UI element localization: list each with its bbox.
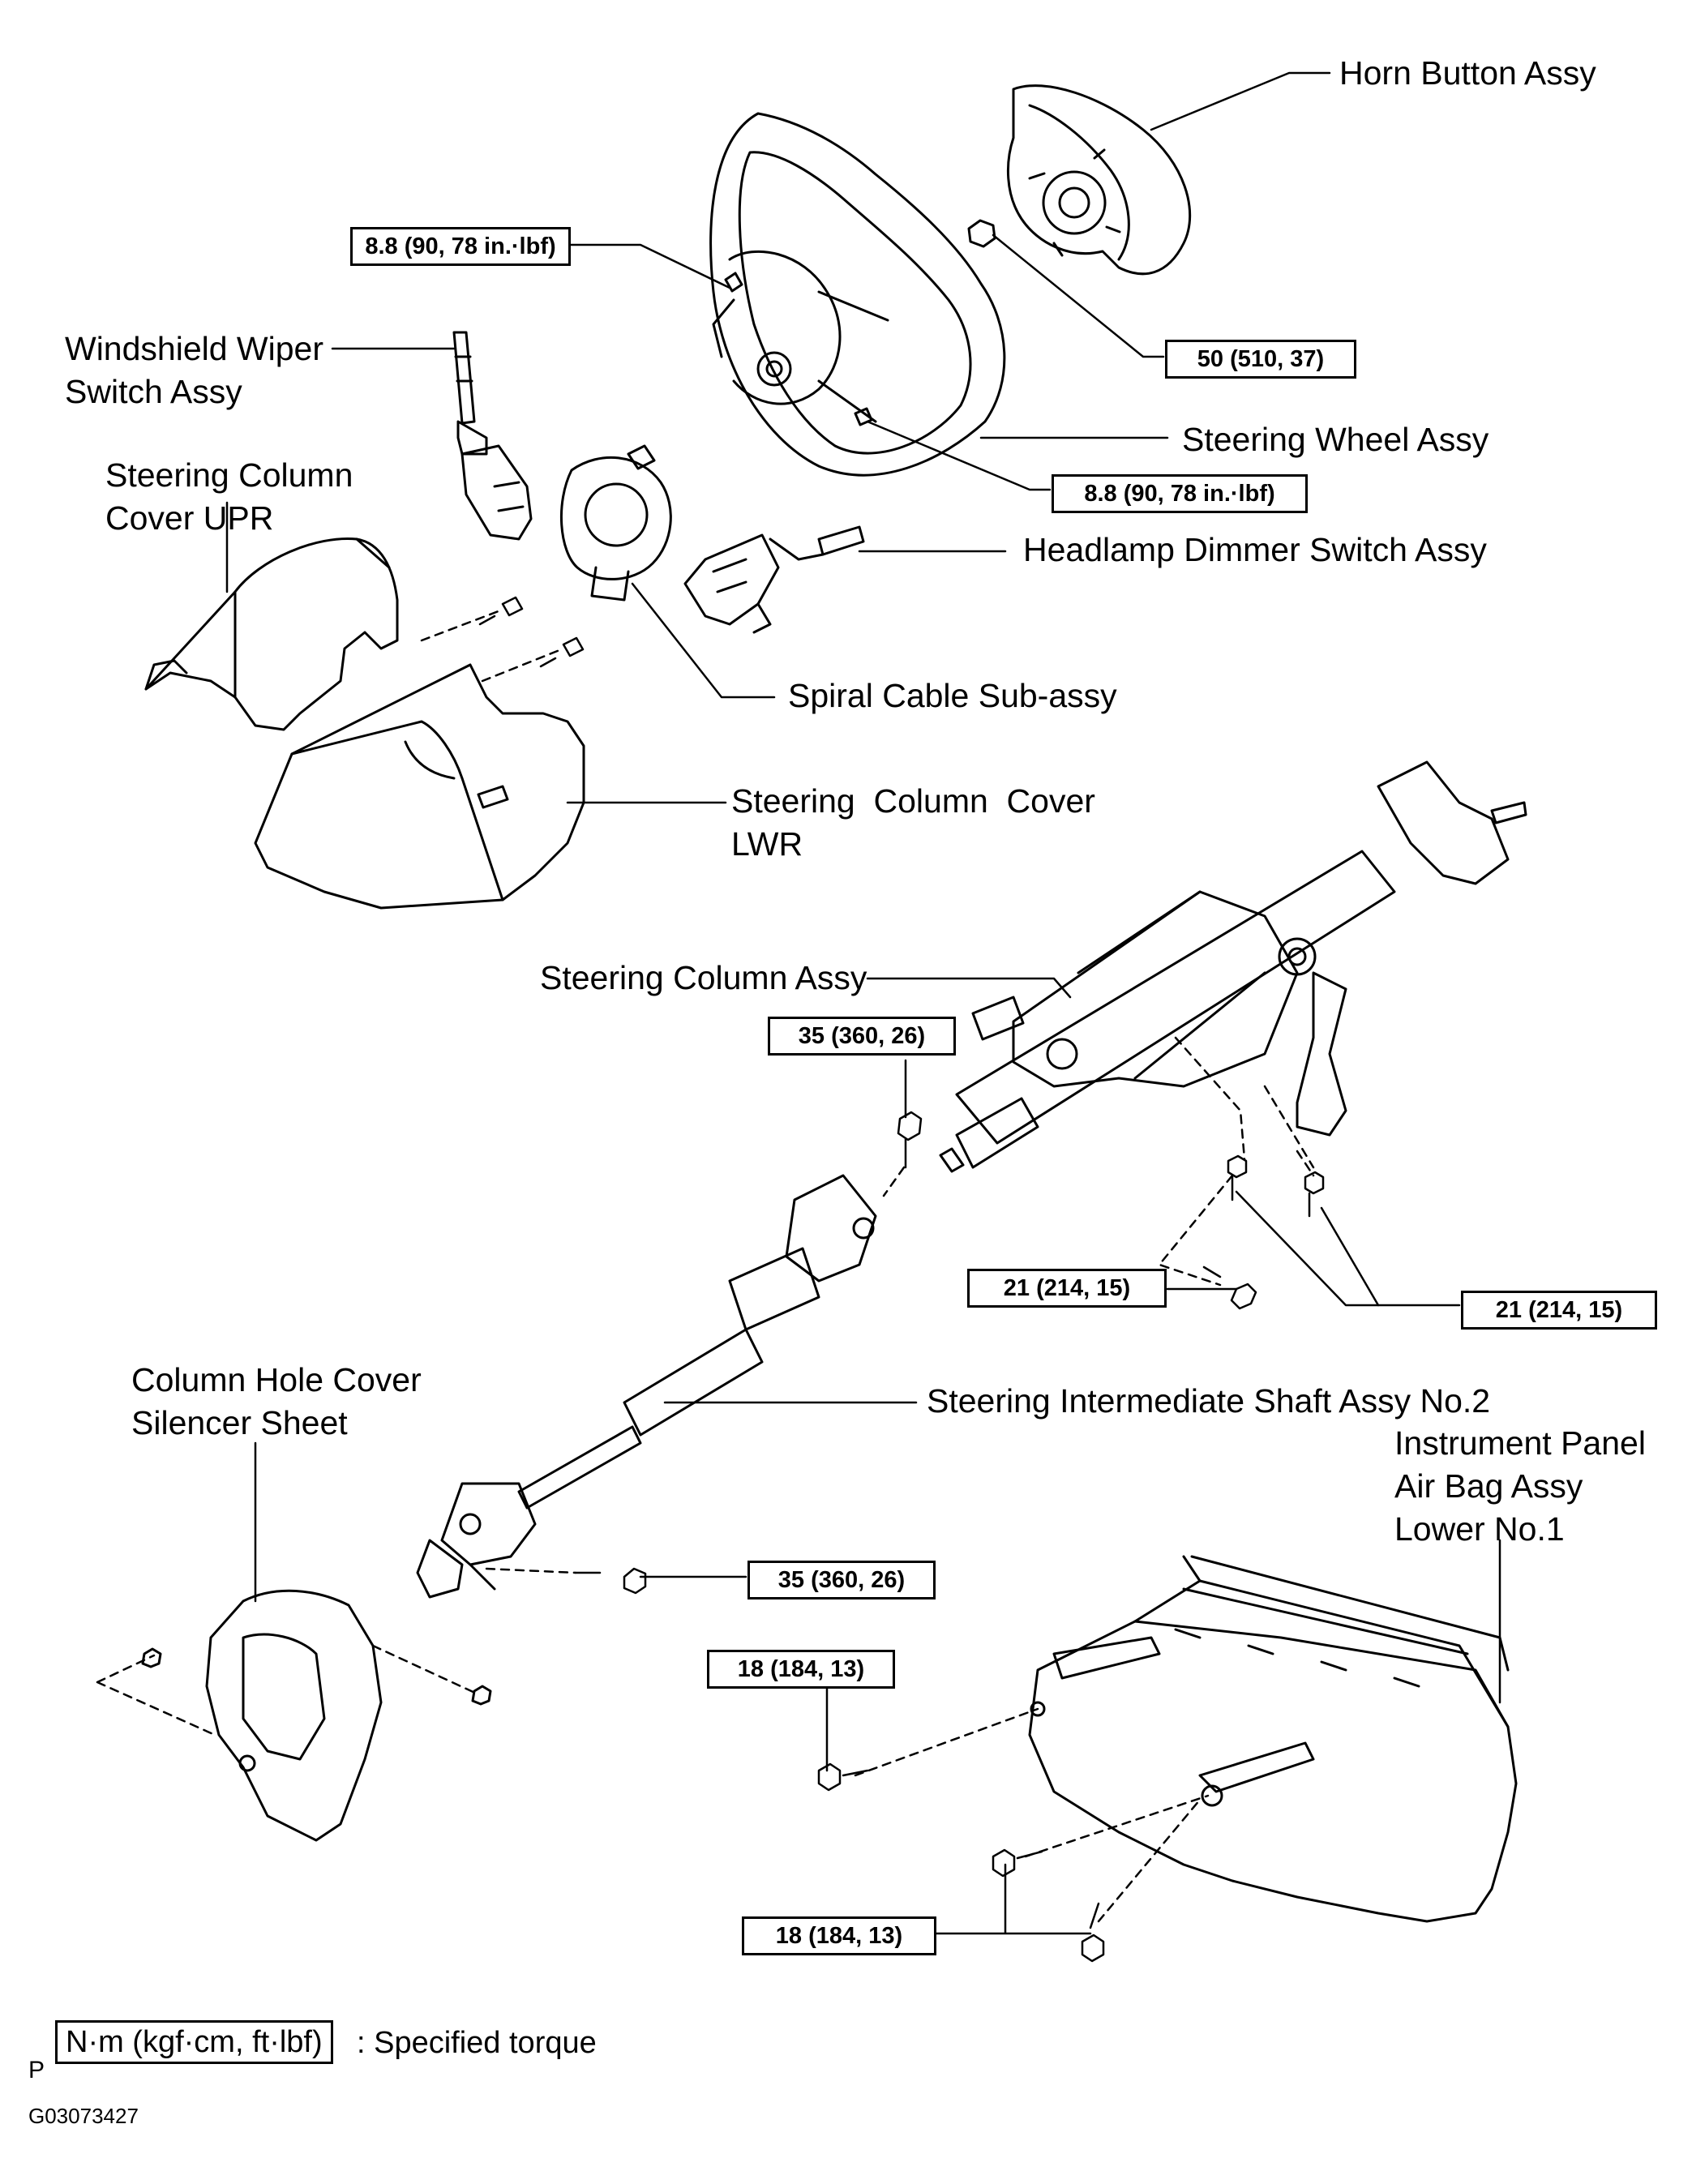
airbag-label-line1: Instrument Panel [1394, 1424, 1646, 1462]
airbag-label-line3: Lower No.1 [1394, 1510, 1565, 1548]
torque-airbag-bolt-upper: 18 (184, 13) [707, 1650, 895, 1689]
torque-wheel-bolt-lower: 8.8 (90, 78 in.·lbf) [1052, 474, 1308, 513]
wiper-switch-label-line1: Windshield Wiper [65, 330, 323, 367]
legend-torque-text: : Specified torque [357, 2026, 597, 2060]
torque-wheel-nut: 50 (510, 37) [1165, 340, 1356, 379]
headlamp-switch-drawing [683, 525, 865, 634]
spiral-cable-label: Spiral Cable Sub-assy [788, 677, 1117, 714]
intermediate-shaft-drawing [416, 1174, 877, 1599]
column-cover-lwr-label-line2: LWR [731, 825, 803, 863]
steering-wheel-label: Steering Wheel Assy [1182, 421, 1489, 458]
torque-wheel-bolt-upper: 8.8 (90, 78 in.·lbf) [350, 227, 571, 266]
wiper-switch-drawing [452, 331, 533, 541]
spiral-cable-drawing [559, 444, 672, 602]
torque-shaft-lower-bolt: 35 (360, 26) [747, 1561, 936, 1599]
torque-column-bolt-left: 21 (214, 15) [967, 1269, 1167, 1308]
torque-column-bolts-right: 21 (214, 15) [1461, 1291, 1657, 1330]
column-cover-lwr-drawing [254, 663, 585, 910]
dashed-lines [96, 608, 1315, 1923]
column-cover-lwr-label-line1: Steering Column Cover [731, 782, 1095, 820]
airbag-drawing [1028, 1555, 1518, 1923]
torque-airbag-bolts-lower: 18 (184, 13) [742, 1916, 936, 1955]
hole-cover-label-line2: Silencer Sheet [131, 1404, 348, 1441]
headlamp-switch-label: Headlamp Dimmer Switch Assy [1023, 531, 1487, 568]
horn-button-drawing [967, 84, 1192, 276]
column-cover-upr-label-line2: Cover UPR [105, 499, 274, 537]
column-cover-upr-label-line1: Steering Column [105, 456, 353, 494]
steering-wheel-drawing [709, 112, 1006, 477]
airbag-label-line2: Air Bag Assy [1394, 1467, 1583, 1505]
leader-lines [225, 71, 1501, 1935]
horn-button-label: Horn Button Assy [1339, 54, 1596, 92]
torque-shaft-upper-bolt: 35 (360, 26) [768, 1017, 956, 1056]
legend-torque-box: N·m (kgf·cm, ft·lbf) [55, 2020, 333, 2064]
hole-cover-label-line1: Column Hole Cover [131, 1361, 422, 1398]
hole-cover-drawing [141, 1589, 492, 1842]
wiper-switch-label-line2: Switch Assy [65, 373, 242, 410]
intermediate-shaft-label: Steering Intermediate Shaft Assy No.2 [927, 1382, 1491, 1420]
column-cover-upr-drawing [144, 537, 399, 731]
legend-prefix: P [28, 2057, 45, 2083]
steering-column-drawing [939, 760, 1527, 1173]
steering-column-label: Steering Column Assy [540, 959, 867, 996]
figure-id: G03073427 [28, 2104, 139, 2128]
